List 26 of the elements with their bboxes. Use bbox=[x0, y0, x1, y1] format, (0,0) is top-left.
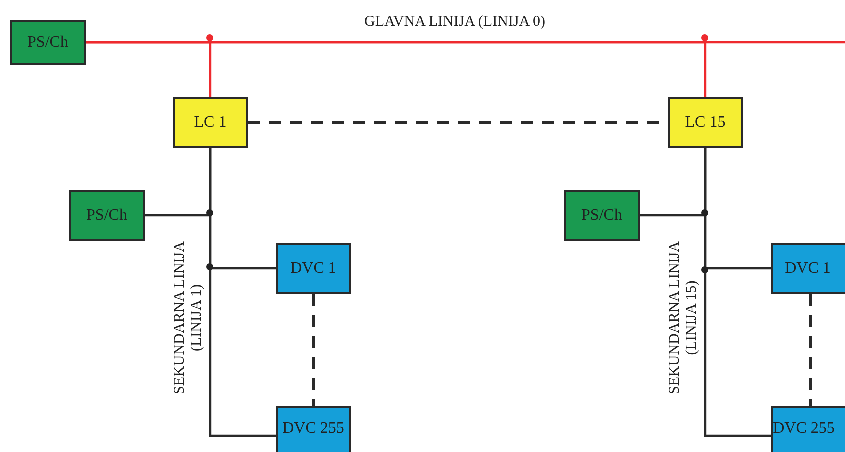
node-label: PS/Ch bbox=[582, 206, 622, 224]
device-box bbox=[276, 243, 351, 294]
power-supply-box bbox=[69, 190, 145, 241]
bus-line bbox=[209, 148, 276, 438]
bus-label: GLAVNA LINIJA (LINIJA 0) bbox=[364, 14, 546, 30]
bus-line bbox=[704, 148, 771, 438]
node-label: LC 1 bbox=[194, 114, 227, 132]
dashed-connector bbox=[312, 294, 315, 406]
node-label: DVC 255 bbox=[282, 420, 344, 438]
node-label: DVC 1 bbox=[290, 260, 336, 278]
line-label: SEKUNDARNA LINIJA (LINIJA 15) bbox=[667, 240, 701, 396]
line-label: SEKUNDARNA LINIJA (LINIJA 1) bbox=[172, 240, 206, 396]
bus-line bbox=[86, 41, 845, 44]
node-label: DVC 255 bbox=[773, 420, 835, 438]
dashed-connector bbox=[810, 294, 812, 406]
device-box bbox=[771, 406, 845, 452]
power-supply-box bbox=[564, 190, 640, 241]
device-box bbox=[276, 406, 351, 452]
node-label: DVC 1 bbox=[785, 260, 831, 278]
node-label: PS/Ch bbox=[28, 34, 68, 52]
power-supply-box bbox=[10, 20, 86, 65]
line-coupler-box bbox=[668, 97, 743, 148]
line-coupler-box bbox=[173, 97, 248, 148]
node-label: LC 15 bbox=[685, 114, 726, 132]
node-label: PS/Ch bbox=[86, 206, 128, 224]
device-box bbox=[771, 243, 845, 294]
